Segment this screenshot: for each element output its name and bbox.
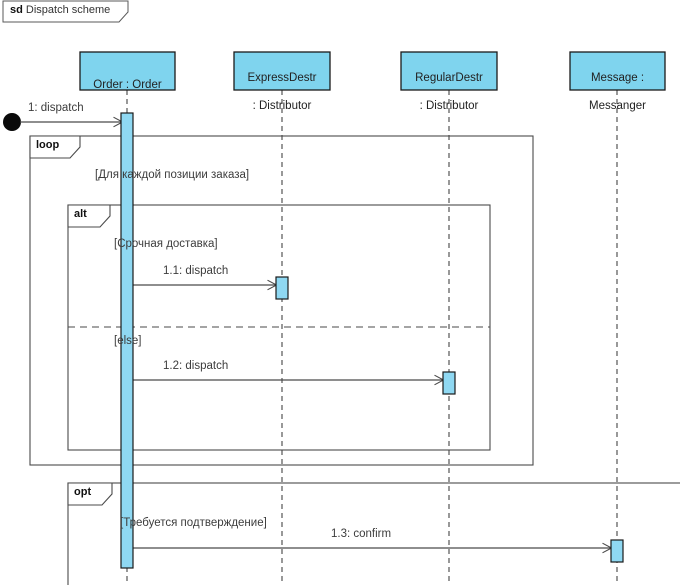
message-label-1-1-dispatch: 1.1: dispatch bbox=[163, 265, 229, 277]
activation-bar-express bbox=[275, 276, 289, 300]
diagram-kind-keyword: sd bbox=[10, 4, 23, 16]
fragment-alt bbox=[67, 204, 491, 451]
fragment-alt-guard: [Срочная доставка] bbox=[114, 238, 218, 250]
message-label-1-3-confirm: 1.3: confirm bbox=[331, 528, 392, 540]
lifeline-lines bbox=[126, 90, 618, 585]
fragment-loop-guard: [Для каждой позиции заказа] bbox=[95, 169, 250, 181]
fragment-alt-operator-label: alt bbox=[74, 208, 87, 220]
messages-layer bbox=[20, 122, 611, 548]
activation-bar-messenger bbox=[610, 539, 624, 563]
fragment-alt-else-label: [else] bbox=[114, 335, 142, 347]
lifeline-head-messenger bbox=[569, 51, 666, 91]
fragment-alt-operator-tab bbox=[67, 204, 111, 228]
lifeline-head-express bbox=[233, 51, 331, 91]
lifeline-head-regular bbox=[400, 51, 498, 91]
found-message-start-icon bbox=[3, 113, 21, 131]
diagram-frame-tab bbox=[2, 0, 129, 23]
lifeline-head-order bbox=[79, 51, 176, 91]
message-label-1-dispatch: 1: dispatch bbox=[28, 102, 84, 114]
fragment-opt-guard: [Требуется подтверждение] bbox=[120, 517, 267, 529]
fragment-loop bbox=[29, 135, 534, 466]
fragment-loop-operator-label: loop bbox=[36, 139, 60, 151]
fragment-opt-operator-label: opt bbox=[74, 486, 92, 498]
fragment-opt-operator-tab bbox=[67, 482, 113, 506]
activation-bar-regular bbox=[442, 371, 456, 395]
fragment-loop-operator-tab bbox=[29, 135, 81, 159]
diagram-title: sd Dispatch scheme bbox=[10, 5, 110, 16]
activation-bar-order bbox=[120, 112, 134, 569]
fragment-opt bbox=[67, 482, 680, 585]
page-title: Dispatch scheme bbox=[25, 4, 111, 16]
lifeline-heads bbox=[79, 51, 666, 91]
message-label-1-2-dispatch: 1.2: dispatch bbox=[163, 360, 229, 372]
activation-bars bbox=[120, 112, 624, 569]
